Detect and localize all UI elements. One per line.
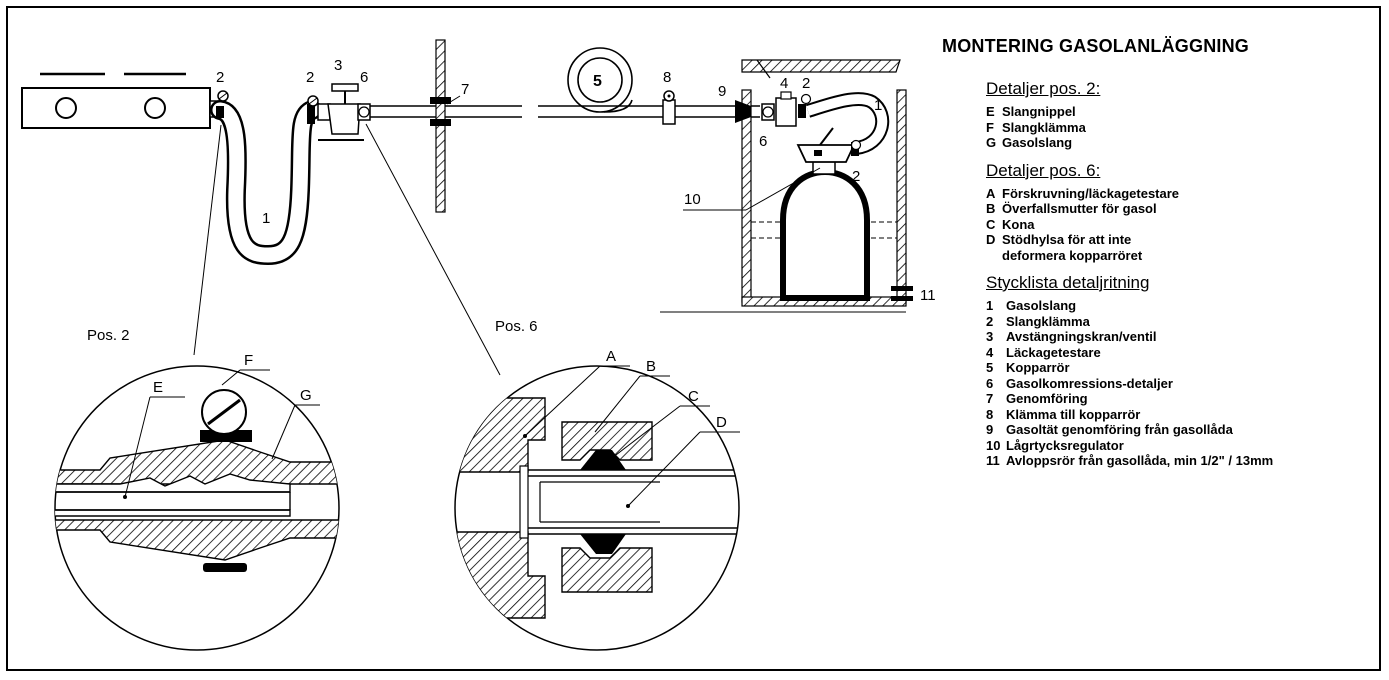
legend-panel: MONTERING GASOLANLÄGGNING Detaljer pos. … [942, 36, 1372, 469]
callout-2: 2 [852, 168, 860, 185]
section-heading-pos6: Detaljer pos. 6: [986, 160, 1101, 180]
detail-label-g: G [300, 387, 312, 404]
gas-hose [210, 100, 322, 266]
callout-3: 3 [334, 57, 342, 74]
callout-7: 7 [461, 81, 469, 98]
callout-10: 10 [684, 191, 701, 208]
callout-1: 1 [262, 210, 270, 227]
shutoff-valve [317, 83, 371, 141]
detail-pos6 [454, 365, 740, 651]
section-heading-parts: Stycklista detaljritning [986, 273, 1150, 292]
callout-5: 5 [593, 73, 602, 90]
stove [21, 72, 219, 129]
callout-1: 1 [874, 97, 882, 114]
callout-2: 2 [802, 75, 810, 92]
wall-passthrough [430, 39, 451, 213]
callout-11: 11 [920, 287, 936, 304]
callout-6: 6 [759, 133, 767, 150]
detail-label-c: C [688, 388, 699, 405]
hose-clamp-icon [216, 90, 229, 118]
detail-pos6-label: Pos. 6 [495, 318, 538, 335]
leader-lines [193, 95, 821, 376]
detail-label-d: D [716, 414, 727, 431]
callout-6: 6 [360, 69, 368, 86]
detail-label-a: A [606, 348, 616, 365]
gas-bottle-box [660, 59, 913, 313]
callout-9: 9 [718, 83, 726, 100]
detail-pos2-label: Pos. 2 [87, 327, 130, 344]
list-item: deformera kopparröret [1002, 247, 1143, 263]
callout-8: 8 [663, 69, 671, 86]
callout-labels: 2 1 2 3 6 7 5 8 9 4 2 1 6 2 10 11 Pos. 2… [87, 57, 936, 431]
page-title: MONTERING GASOLANLÄGGNING [942, 36, 1249, 56]
callout-2: 2 [216, 69, 224, 86]
hose-clamp-icon [307, 95, 319, 124]
section-heading-pos2: Detaljer pos. 2: [986, 79, 1101, 98]
pipe-clamp [662, 90, 676, 125]
detail-label-b: B [646, 358, 656, 375]
detail-pos2 [54, 365, 340, 651]
detail-label-e: E [153, 379, 163, 396]
detail-label-f: F [244, 352, 253, 369]
callout-4: 4 [780, 75, 788, 92]
copper-pipe [370, 105, 760, 118]
copper-coil [567, 47, 633, 113]
callout-2: 2 [306, 69, 314, 86]
